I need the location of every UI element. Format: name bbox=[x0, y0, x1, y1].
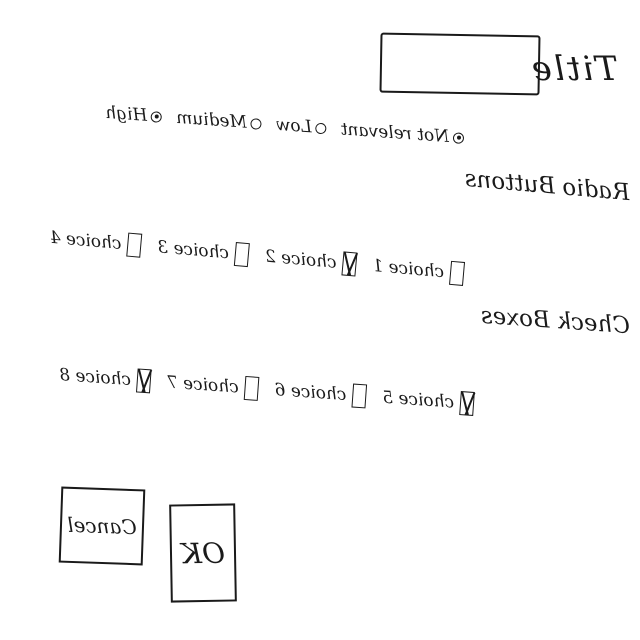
checkbox-label-5: choice 5 bbox=[381, 387, 455, 413]
checkbox-box-5[interactable] bbox=[459, 391, 475, 416]
check-boxes-label: Check Boxes bbox=[480, 302, 631, 340]
checkbox-choice-2[interactable]: choice 2 bbox=[264, 245, 358, 277]
radio-label-high: High bbox=[104, 102, 148, 126]
radio-option-medium[interactable]: Medium bbox=[176, 108, 263, 134]
checkbox-row-2: choice 5 choice 6 choice 7 choice 8 bbox=[58, 363, 475, 416]
checkbox-box-6[interactable] bbox=[351, 383, 368, 409]
checkbox-choice-1[interactable]: choice 1 bbox=[371, 254, 466, 286]
checkbox-label-2: choice 2 bbox=[263, 246, 338, 273]
radio-buttons-label: Radio Buttons bbox=[463, 165, 631, 207]
checkbox-choice-8[interactable]: choice 8 bbox=[58, 363, 152, 394]
cancel-button[interactable]: Cancel bbox=[58, 486, 146, 566]
checkbox-box-3[interactable] bbox=[233, 242, 250, 268]
checkbox-label-6: choice 6 bbox=[273, 380, 348, 406]
checkbox-box-2[interactable] bbox=[341, 251, 358, 277]
checkbox-choice-3[interactable]: choice 3 bbox=[156, 235, 250, 268]
checkbox-box-8[interactable] bbox=[136, 368, 152, 394]
radio-circle-not-relevant[interactable] bbox=[452, 131, 465, 144]
radio-label-not-relevant: Not relevant bbox=[340, 119, 450, 147]
radio-option-low[interactable]: Low bbox=[275, 114, 328, 139]
radio-circle-high[interactable] bbox=[150, 110, 163, 123]
radio-label-medium: Medium bbox=[175, 107, 248, 133]
title-label: Title bbox=[529, 49, 618, 89]
radio-circle-medium[interactable] bbox=[250, 117, 263, 130]
checkbox-label-4: choice 4 bbox=[48, 227, 123, 254]
checkbox-label-1: choice 1 bbox=[371, 256, 445, 283]
checkbox-choice-7[interactable]: choice 7 bbox=[166, 371, 260, 401]
checkbox-label-8: choice 8 bbox=[58, 365, 132, 390]
radio-option-not-relevant[interactable]: Not relevant bbox=[340, 119, 465, 148]
checkbox-row-1: choice 1 choice 2 choice 3 choice 4 bbox=[49, 226, 466, 286]
checkbox-label-7: choice 7 bbox=[166, 372, 240, 398]
title-input[interactable] bbox=[379, 32, 541, 96]
checkbox-box-7[interactable] bbox=[243, 375, 260, 401]
checkbox-choice-4[interactable]: choice 4 bbox=[49, 226, 143, 258]
checkbox-label-3: choice 3 bbox=[156, 237, 230, 264]
checkbox-choice-6[interactable]: choice 6 bbox=[273, 378, 368, 409]
checkbox-box-1[interactable] bbox=[449, 260, 466, 286]
ok-button[interactable]: OK bbox=[169, 503, 237, 603]
checkbox-choice-5[interactable]: choice 5 bbox=[381, 386, 475, 416]
radio-label-low: Low bbox=[275, 114, 313, 138]
radio-circle-low[interactable] bbox=[315, 122, 328, 134]
checkbox-box-4[interactable] bbox=[126, 232, 143, 258]
radio-group: Not relevant Low Medium High bbox=[105, 103, 465, 148]
radio-option-high[interactable]: High bbox=[105, 103, 163, 127]
